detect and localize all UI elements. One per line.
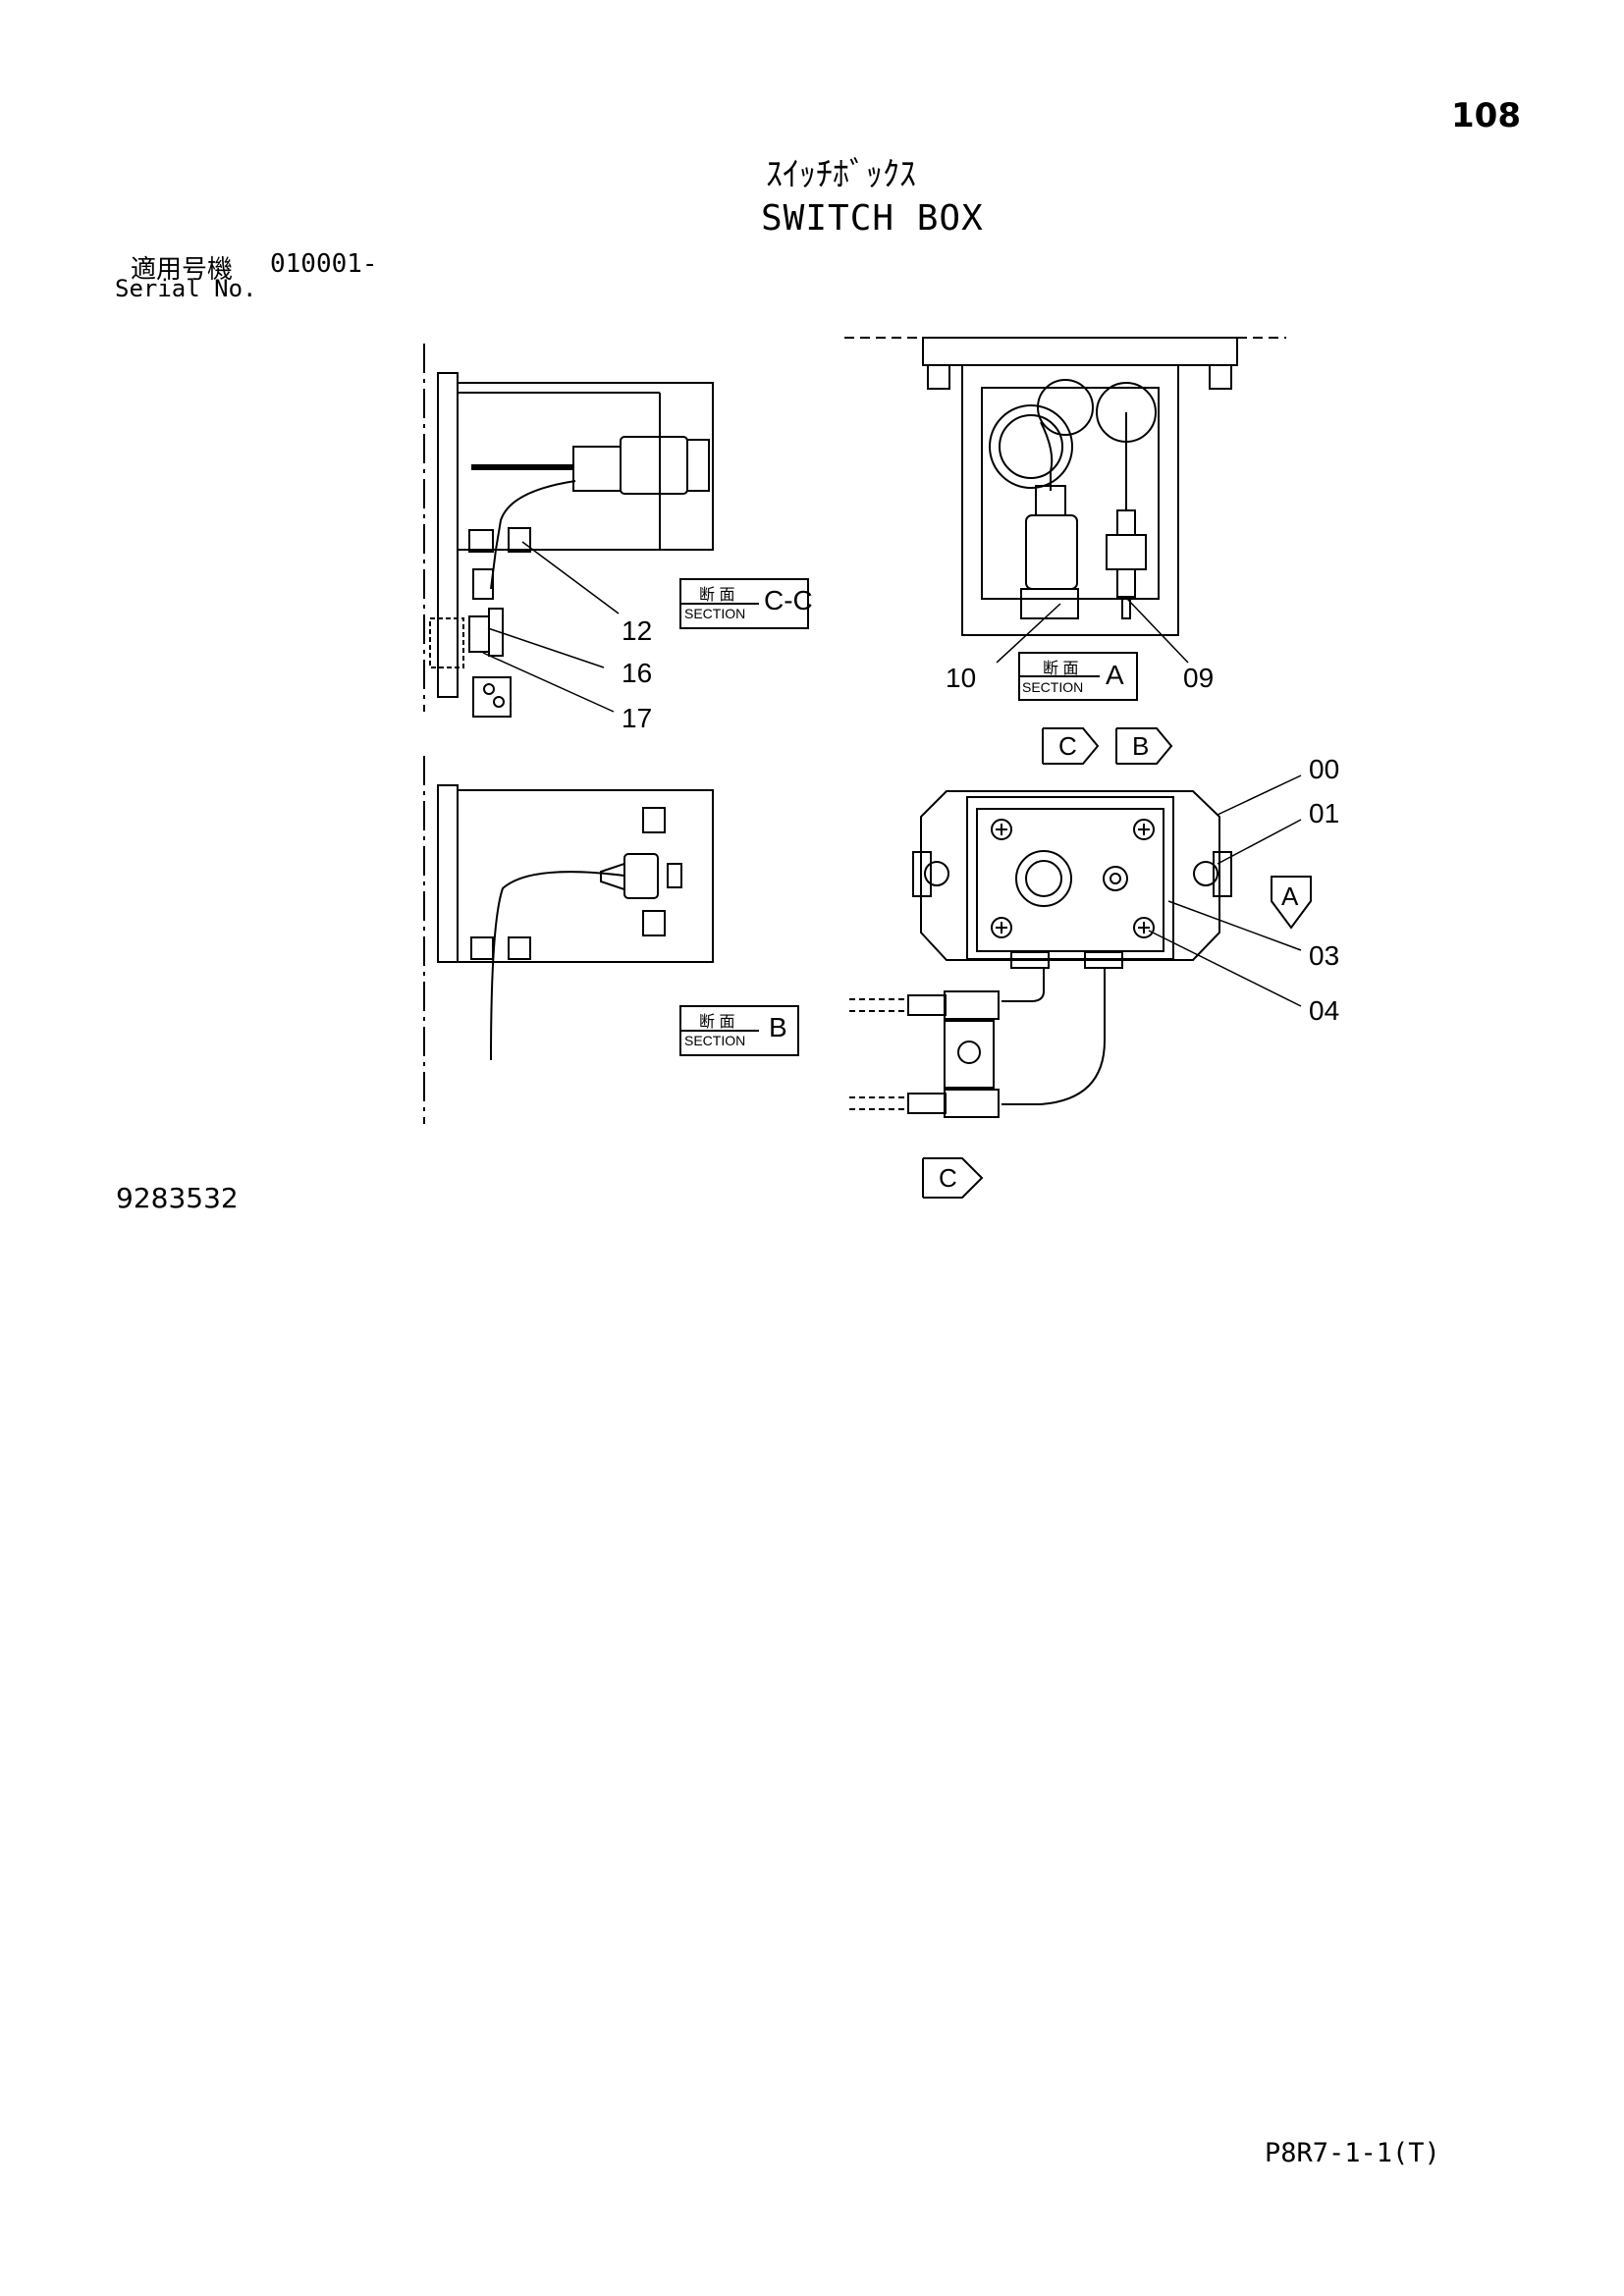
view-arrows bbox=[922, 727, 1312, 1199]
section-b-letter: B bbox=[769, 1012, 787, 1042]
callout-17: 17 bbox=[622, 703, 653, 733]
section-cc-en: SECTION bbox=[684, 606, 746, 621]
main-view bbox=[849, 774, 1302, 1118]
section-b-en: SECTION bbox=[684, 1033, 746, 1048]
callout-16: 16 bbox=[622, 658, 653, 688]
serial-label-english: Serial No. bbox=[115, 275, 257, 302]
view-arrow-b-top: B bbox=[1132, 731, 1150, 761]
page-number: 108 bbox=[1451, 96, 1521, 135]
section-cc-letter: C-C bbox=[764, 585, 813, 615]
callout-04: 04 bbox=[1309, 995, 1340, 1026]
view-arrow-a: A bbox=[1281, 881, 1299, 911]
callout-09: 09 bbox=[1183, 663, 1215, 693]
callout-03: 03 bbox=[1309, 940, 1340, 971]
section-cc-jp: 断 面 bbox=[699, 587, 735, 604]
callout-12: 12 bbox=[622, 615, 653, 646]
title-japanese: ｽｲｯﾁﾎﾞｯｸｽ bbox=[766, 155, 916, 194]
serial-label-japanese: 適用号機 bbox=[131, 255, 234, 285]
section-b-view bbox=[423, 756, 799, 1124]
view-arrow-c-top: C bbox=[1058, 731, 1077, 761]
section-a-en: SECTION bbox=[1022, 679, 1084, 695]
title-english: SWITCH BOX bbox=[761, 198, 984, 239]
callout-00: 00 bbox=[1309, 754, 1340, 784]
callout-01: 01 bbox=[1309, 798, 1340, 828]
section-b-jp: 断 面 bbox=[699, 1014, 735, 1031]
section-a-jp: 断 面 bbox=[1043, 661, 1079, 677]
serial-value: 010001- bbox=[270, 249, 378, 279]
catalog-code: P8R7-1-1(T) bbox=[1265, 2138, 1440, 2168]
view-arrow-c-bottom: C bbox=[939, 1163, 957, 1193]
section-a-view bbox=[844, 337, 1286, 701]
callout-10: 10 bbox=[946, 663, 977, 693]
section-cc-view bbox=[423, 344, 809, 718]
drawing-number: 9283532 bbox=[116, 1182, 239, 1214]
section-a-letter: A bbox=[1106, 660, 1124, 690]
